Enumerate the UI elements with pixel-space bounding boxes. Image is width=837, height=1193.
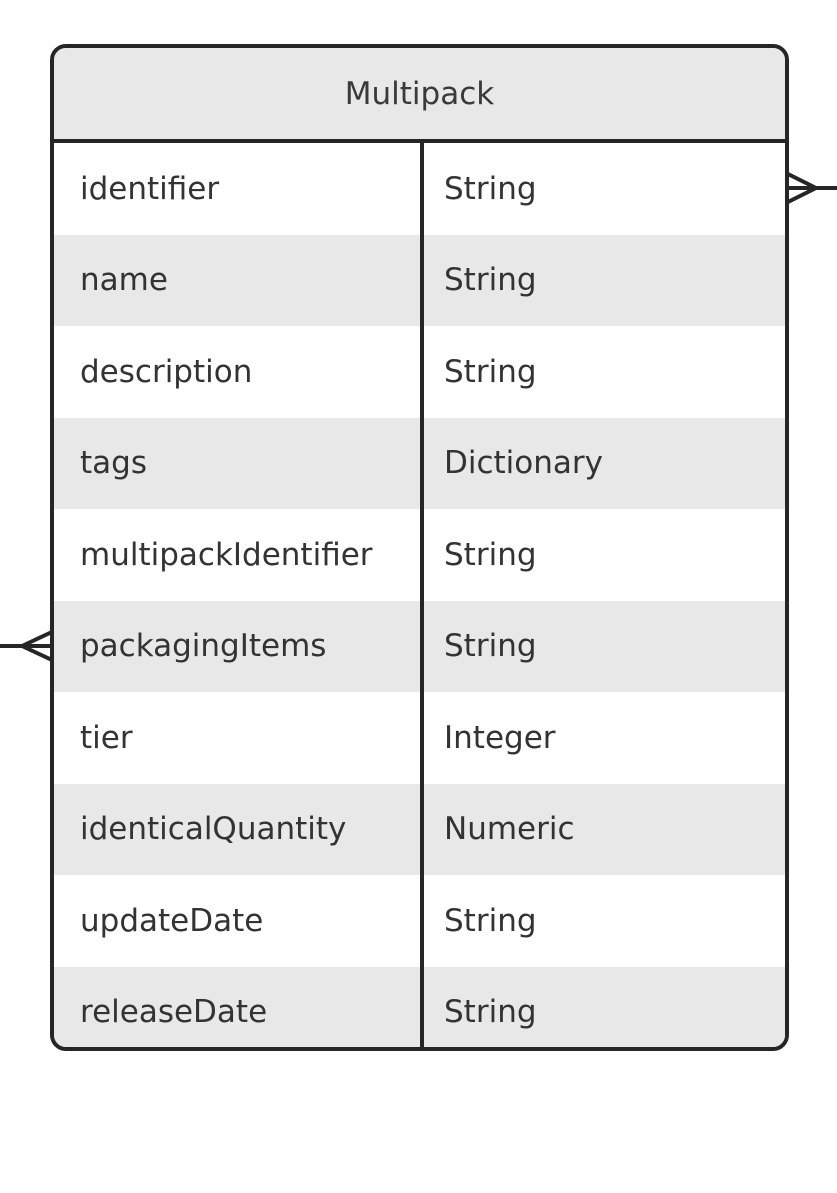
- column-divider: [420, 143, 424, 1047]
- field-row[interactable]: multipackIdentifier String: [54, 509, 785, 601]
- field-type: String: [444, 994, 537, 1031]
- field-type: String: [444, 902, 537, 939]
- field-type: String: [444, 536, 537, 573]
- field-name: tier: [80, 719, 133, 756]
- field-row[interactable]: identifier String: [54, 143, 785, 235]
- entity-table[interactable]: Multipack identifier String name String …: [50, 44, 789, 1051]
- field-type: String: [444, 353, 537, 390]
- entity-title: Multipack: [54, 48, 785, 143]
- field-row[interactable]: tier Integer: [54, 692, 785, 784]
- field-name: description: [80, 353, 253, 390]
- field-name: tags: [80, 445, 147, 482]
- crow-foot-connector-right: [786, 171, 837, 205]
- field-name: packagingItems: [80, 628, 327, 665]
- field-row[interactable]: tags Dictionary: [54, 417, 785, 509]
- field-row[interactable]: releaseDate String: [54, 966, 785, 1047]
- field-name: identicalQuantity: [80, 811, 347, 848]
- field-type: Integer: [444, 719, 556, 756]
- field-type: String: [444, 262, 537, 299]
- field-type: Dictionary: [444, 445, 603, 482]
- field-row[interactable]: identicalQuantity Numeric: [54, 783, 785, 875]
- field-name: releaseDate: [80, 994, 268, 1031]
- field-type: String: [444, 170, 537, 207]
- field-name: name: [80, 262, 168, 299]
- field-row[interactable]: packagingItems String: [54, 600, 785, 692]
- crow-foot-connector-left: [0, 629, 54, 663]
- field-row[interactable]: name String: [54, 234, 785, 326]
- field-row[interactable]: updateDate String: [54, 875, 785, 967]
- field-name: identifier: [80, 170, 220, 207]
- field-name: multipackIdentifier: [80, 536, 373, 573]
- field-type: String: [444, 628, 537, 665]
- entity-fields: identifier String name String descriptio…: [54, 143, 785, 1047]
- field-name: updateDate: [80, 902, 264, 939]
- field-row[interactable]: description String: [54, 326, 785, 418]
- field-type: Numeric: [444, 811, 575, 848]
